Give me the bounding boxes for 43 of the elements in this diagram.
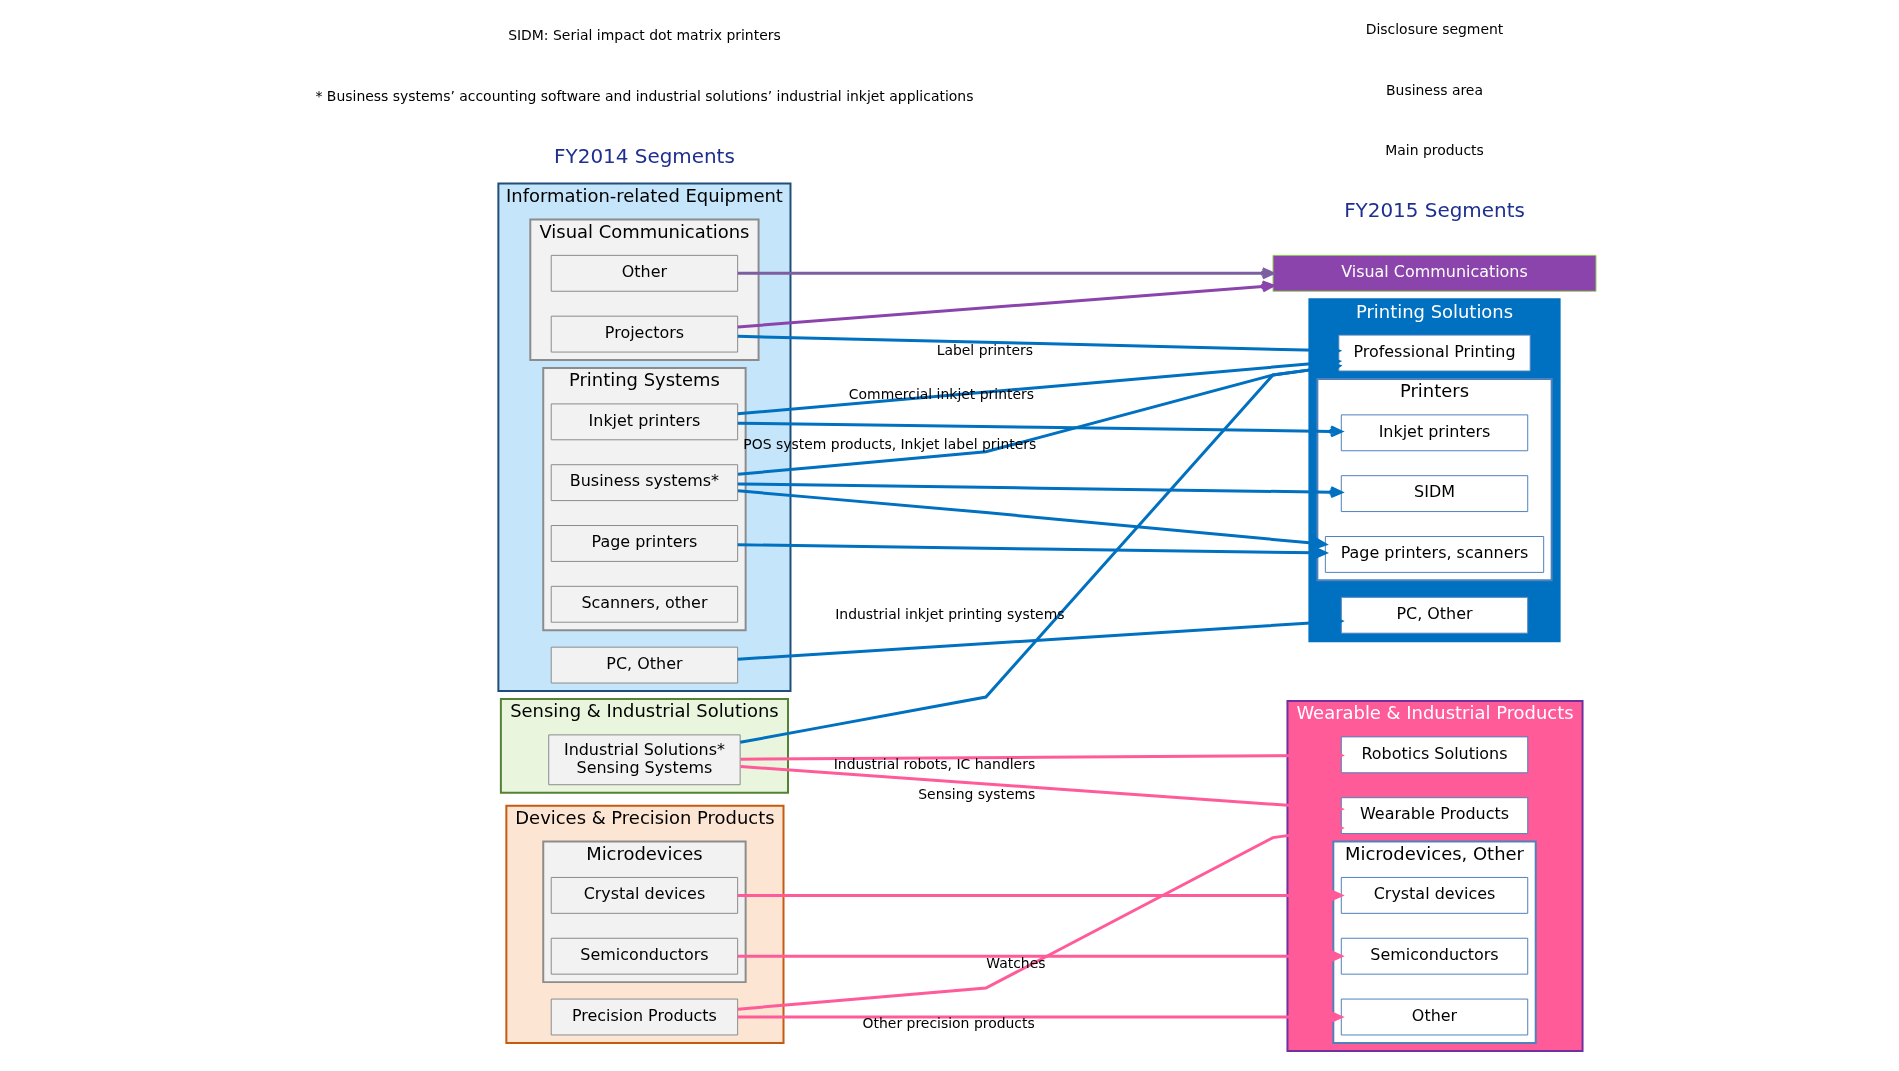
arrow — [737, 482, 1343, 499]
edge-label: Industrial robots, IC handlers — [833, 755, 1036, 772]
arrow — [737, 1011, 1343, 1023]
node-box: Page printers — [550, 525, 739, 562]
node-box: Robotics Solutions — [1340, 736, 1529, 774]
label: FY2015 Segments — [1344, 199, 1525, 223]
node-box: Precision Products — [550, 998, 739, 1036]
arrow — [737, 421, 1343, 438]
arrow — [737, 889, 1343, 902]
arrow — [737, 280, 1275, 329]
label: * Business systems’ accounting software and industrial solutions’ industrial inkjet applications — [315, 87, 974, 104]
label: SIDM: Serial impact dot matrix printers — [508, 26, 781, 43]
node-box: Wearable Products — [1340, 797, 1529, 835]
node-box: Crystal devices — [550, 876, 739, 914]
node-box: Crystal devices — [1340, 876, 1529, 914]
label: FY2014 Segments — [554, 144, 735, 168]
node-box: Business systems* — [550, 464, 739, 502]
arrow — [737, 543, 1327, 559]
node-box: Page printers, scanners — [1324, 536, 1545, 573]
node-box: PC, Other — [550, 646, 739, 684]
label: Disclosure segment — [1365, 20, 1504, 37]
label: Business area — [1386, 81, 1483, 98]
node-box: Other — [550, 254, 739, 292]
arrow — [737, 489, 1327, 550]
node-box: Inkjet printers — [550, 403, 739, 441]
node-box: Semiconductors — [1340, 937, 1529, 975]
edge-label: Label printers — [936, 341, 1033, 358]
node-box: Visual Communications — [1272, 254, 1597, 292]
node-box: SIDM — [1340, 475, 1529, 513]
edge-label: Other precision products — [862, 1015, 1035, 1032]
node-box: Professional Printing — [1338, 334, 1531, 372]
node-box: Scanners, other — [550, 585, 739, 623]
node-box: Inkjet printers — [1340, 414, 1529, 452]
node-box: Other — [1340, 998, 1529, 1036]
node-box: Projectors — [550, 315, 739, 353]
node-box: PC, Other — [1340, 596, 1529, 634]
edge-label: Sensing systems — [918, 785, 1036, 802]
node-box: Industrial Solutions* Sensing Systems — [548, 734, 741, 786]
node-box: Semiconductors — [550, 937, 739, 975]
arrow — [737, 267, 1275, 280]
label: Main products — [1385, 142, 1484, 159]
arrow — [737, 950, 1343, 963]
arrow — [737, 823, 1343, 1011]
